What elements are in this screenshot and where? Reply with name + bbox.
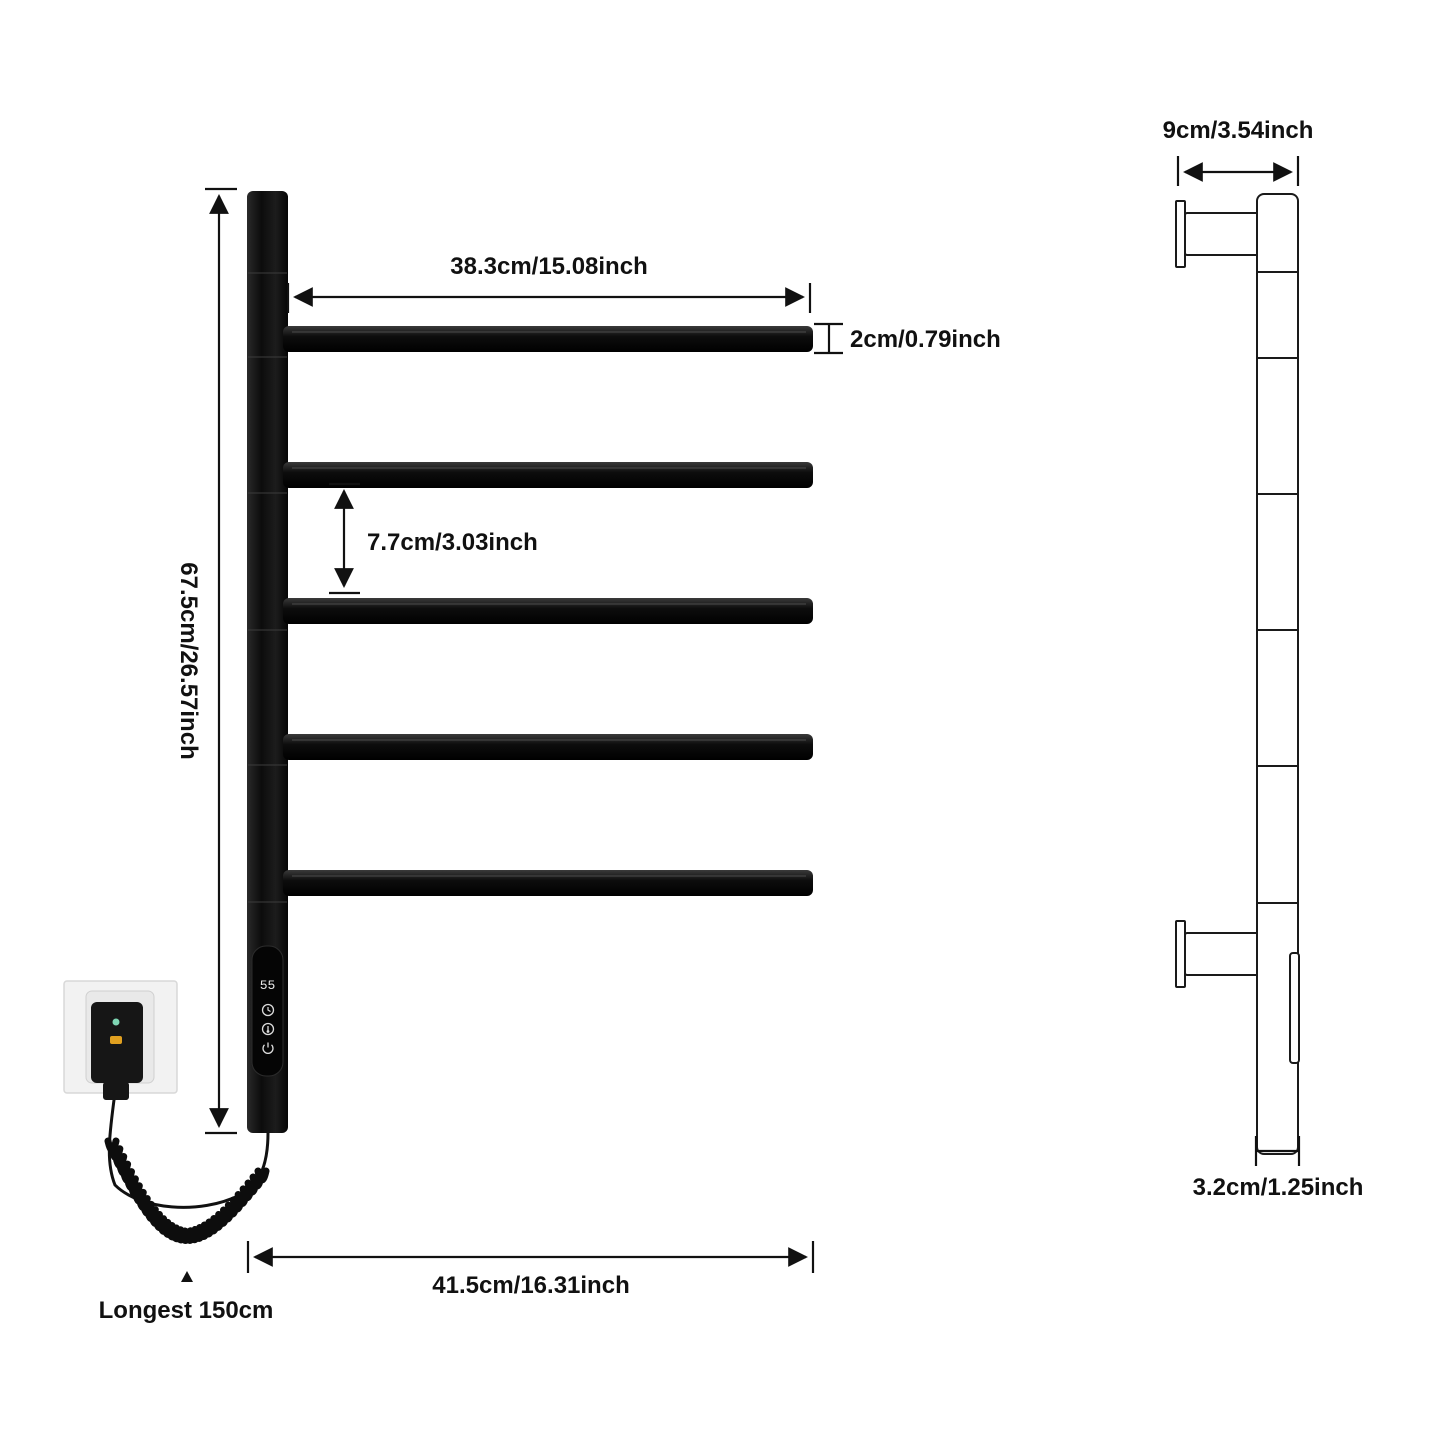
bar-spacing-dimension: 7.7cm/3.03inch	[329, 482, 538, 595]
towel-bar	[283, 734, 813, 760]
bar-length-dimension: 38.3cm/15.08inch	[286, 253, 812, 313]
bottom-wall-bracket	[1175, 920, 1261, 988]
control-panel: 55	[251, 945, 284, 1077]
height-label: 67.5cm/26.57inch	[175, 562, 202, 759]
cable-coil	[104, 1137, 270, 1245]
side-post-segments	[1258, 271, 1297, 904]
front-view: 55	[63, 191, 813, 1245]
post-width-dimension: 3.2cm/1.25inch	[1193, 1136, 1364, 1201]
indicator-light-icon	[112, 1018, 120, 1026]
post-segment-lines	[248, 272, 287, 903]
width-dimension: 41.5cm/16.31inch	[246, 1241, 815, 1299]
vertical-post	[247, 191, 288, 1133]
width-label: 41.5cm/16.31inch	[432, 1272, 629, 1299]
post-width-label: 3.2cm/1.25inch	[1193, 1174, 1364, 1201]
height-dimension: 67.5cm/26.57inch	[175, 187, 237, 1135]
towel-bar	[283, 870, 813, 896]
temperature-display: 55	[260, 978, 276, 993]
towel-bar	[283, 462, 813, 488]
bar-length-label: 38.3cm/15.08inch	[450, 253, 647, 280]
towel-bars	[283, 326, 813, 896]
bar-spacing-label: 7.7cm/3.03inch	[367, 529, 538, 556]
cable-length-annotation: Longest 150cm	[99, 1271, 274, 1324]
power-icon[interactable]	[262, 1042, 274, 1054]
towel-bar	[283, 598, 813, 624]
towel-bar	[283, 326, 813, 352]
wall-plug	[63, 980, 178, 1100]
reset-button[interactable]	[110, 1036, 122, 1044]
depth-label: 9cm/3.54inch	[1163, 117, 1314, 144]
side-post	[1256, 193, 1299, 1155]
timer-icon[interactable]	[261, 1003, 275, 1017]
power-cable	[104, 1084, 270, 1245]
top-wall-bracket	[1175, 200, 1261, 268]
depth-dimension: 9cm/3.54inch	[1163, 117, 1314, 186]
temperature-icon[interactable]	[261, 1022, 275, 1036]
bar-diameter-dimension: 2cm/0.79inch	[814, 322, 1001, 355]
side-control-panel	[1289, 952, 1300, 1064]
side-view	[1175, 193, 1300, 1155]
bar-diameter-label: 2cm/0.79inch	[850, 326, 1001, 353]
cable-length-label: Longest 150cm	[99, 1297, 274, 1324]
